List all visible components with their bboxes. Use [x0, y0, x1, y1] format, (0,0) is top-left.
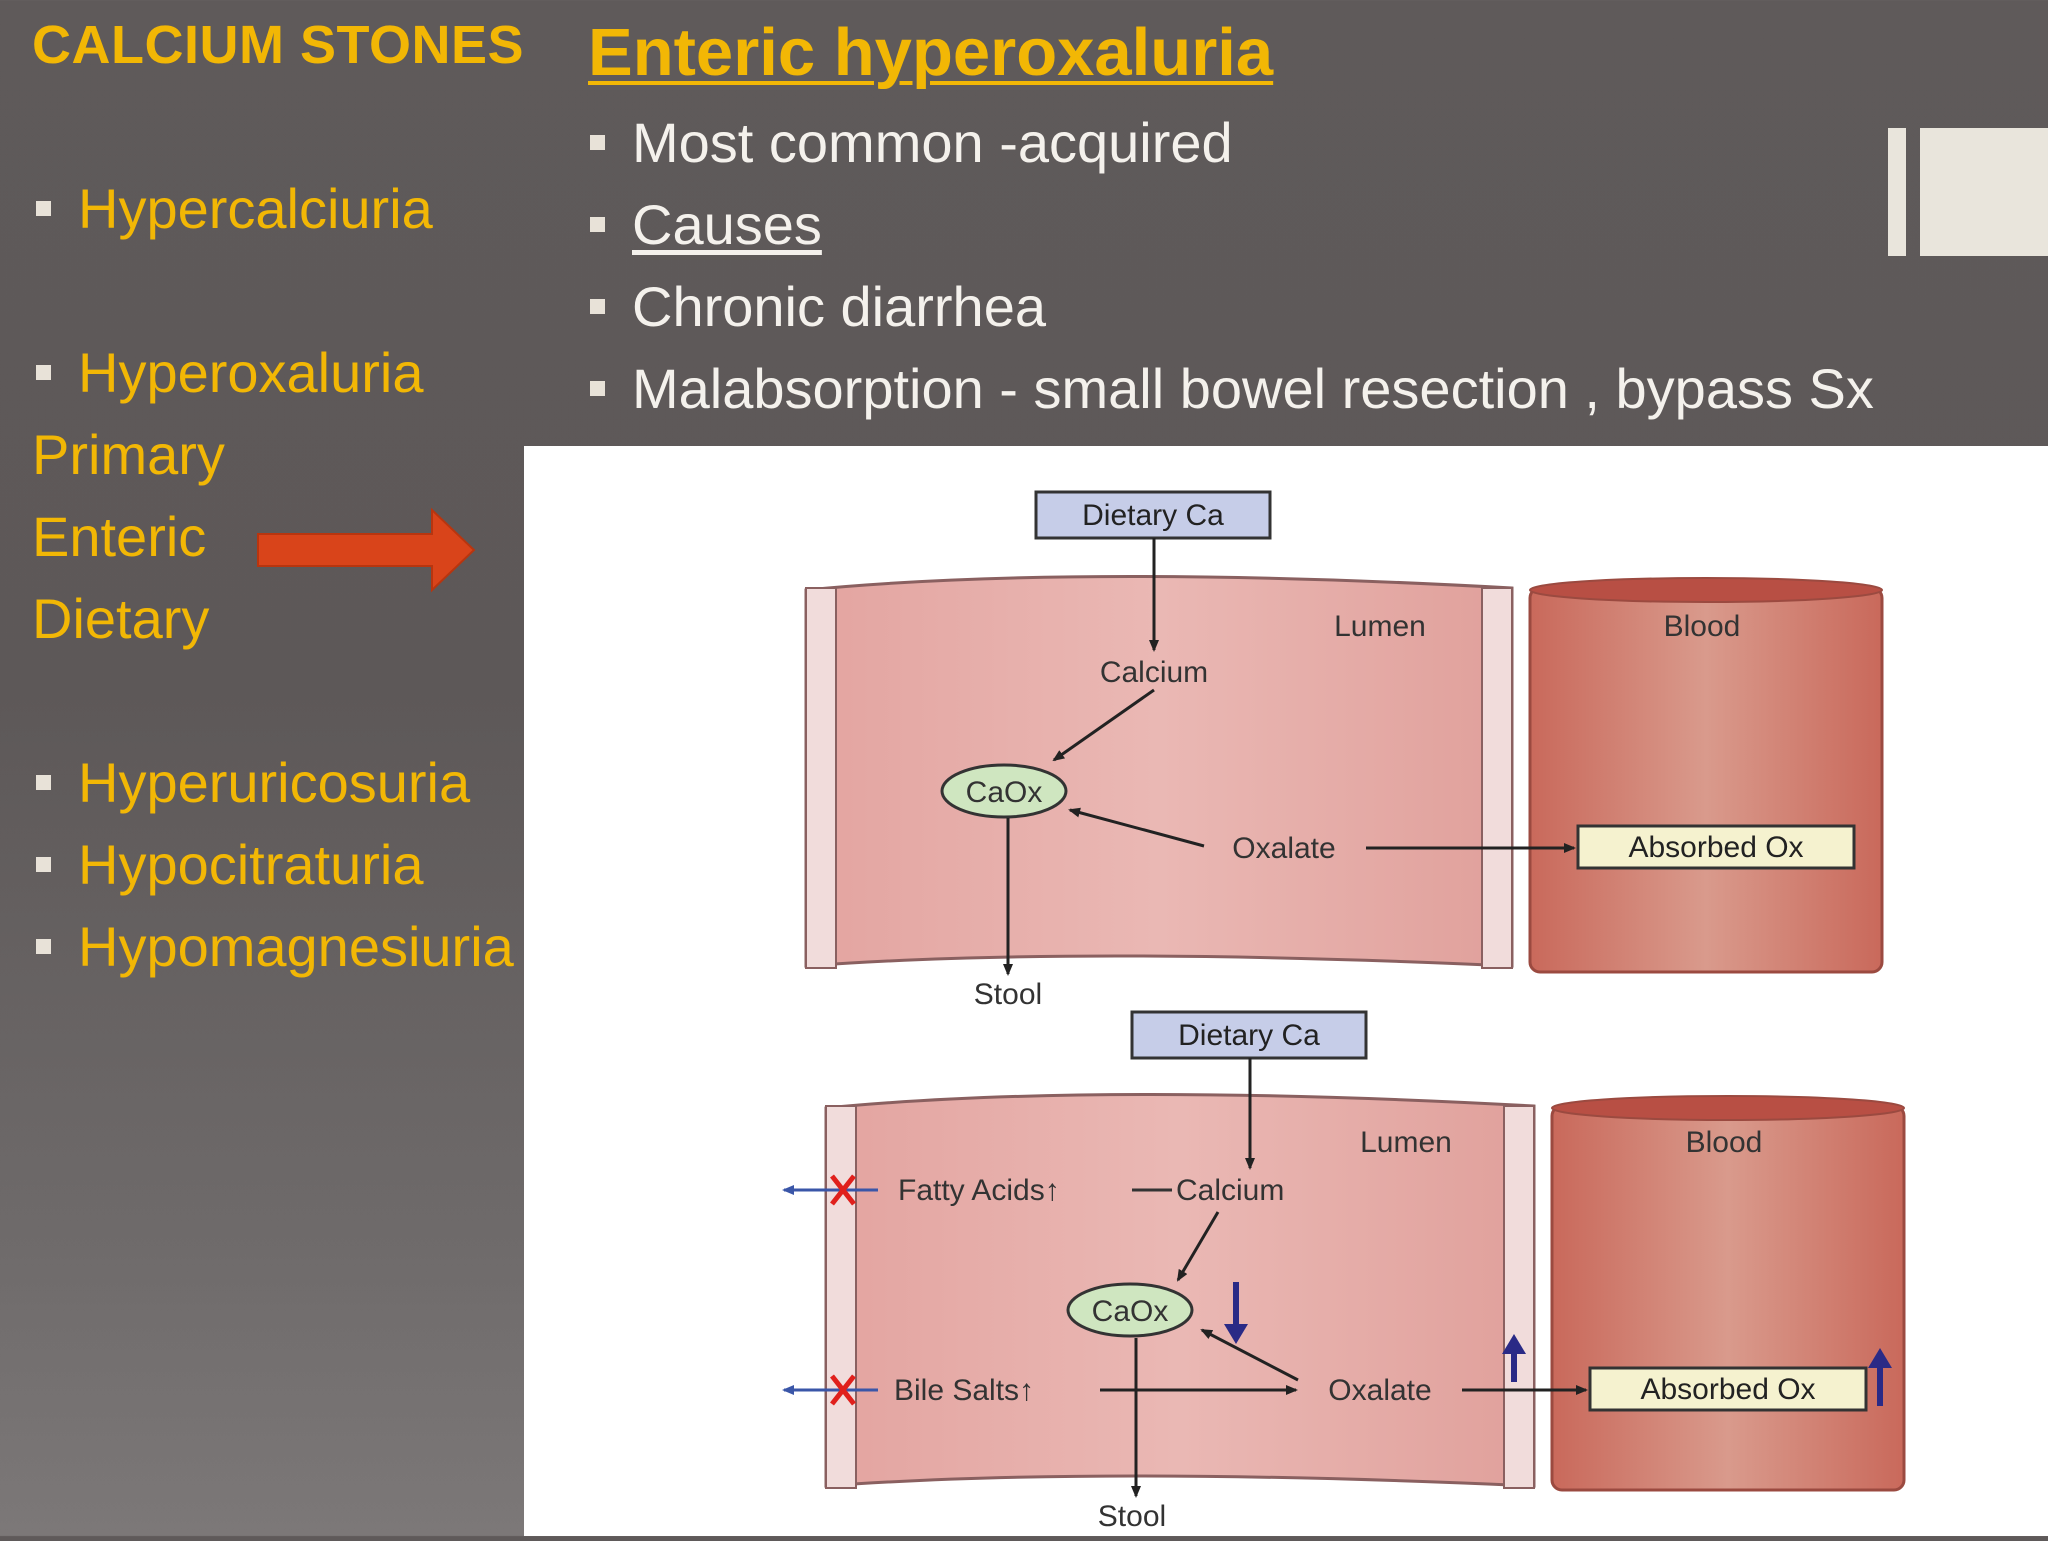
absorbed-ox-label: Absorbed Ox: [1628, 831, 1803, 864]
bullet-icon: [36, 201, 51, 216]
bullet-icon: [590, 299, 605, 314]
main-bullet-text: Malabsorption - small bowel resection , …: [632, 357, 1874, 420]
list-item-hypocitraturia: Hypocitraturia: [36, 832, 423, 897]
dietary-ca-box: [1034, 490, 1272, 540]
intestine-wall-right: [1503, 1105, 1535, 1489]
blood-vessel: [1550, 1104, 1906, 1492]
oxalate-label: Oxalate: [1328, 1374, 1431, 1407]
sidebar-title: CALCIUM STONES: [32, 15, 525, 75]
caox-label: CaOx: [966, 776, 1043, 809]
bullet-icon: [36, 775, 51, 790]
list-item-hypercalciuria: Hypercalciuria: [36, 176, 433, 241]
list-item-hypomagnesiuria: Hypomagnesiuria: [36, 914, 514, 979]
arrow-oxalate-to-caox: [1068, 807, 1205, 848]
lumen-label: Lumen: [1334, 610, 1426, 643]
arrow-calcium-to-caox: [1052, 688, 1155, 762]
decorative-block: [1920, 128, 2048, 256]
bullet-icon: [36, 939, 51, 954]
bullet-icon: [590, 135, 605, 150]
fatty-acids-label: Fatty Acids↑: [898, 1174, 1060, 1207]
caox-node: [1066, 1282, 1194, 1338]
up-arrow-head: [1502, 1334, 1526, 1354]
blood-vessel-top: [1529, 577, 1883, 603]
caox-node: [940, 763, 1068, 819]
blocked-x-icon: [830, 1174, 856, 1206]
stool-label: Stool: [1098, 1500, 1166, 1533]
diagram-panel: Dietary Ca Calcium Lumen Blood CaOx Oxal…: [524, 446, 2048, 1536]
intestine-wall-right: [1481, 587, 1513, 969]
bullet-icon: [590, 217, 605, 232]
blood-label: Blood: [1664, 610, 1741, 643]
main-bullet-text: Causes: [632, 193, 822, 256]
right-arrow-icon: [257, 507, 476, 593]
main-bullet-1: Most common -acquired: [590, 110, 1233, 175]
dietary-ca-label: Dietary Ca: [1178, 1019, 1320, 1052]
sub-item-enteric: Enteric: [32, 505, 207, 568]
dietary-ca-label: Dietary Ca: [1082, 499, 1224, 532]
bile-salts-label: Bile Salts↑: [894, 1374, 1034, 1407]
main-bullet-4: Malabsorption - small bowel resection , …: [590, 356, 1874, 421]
absorbed-ox-box: [1588, 1366, 1868, 1412]
arrow-oxalate-to-caox: [1200, 1328, 1299, 1382]
stool-label: Stool: [974, 978, 1042, 1011]
list-item-label: Hypocitraturia: [78, 833, 424, 896]
down-arrow-head: [1224, 1324, 1248, 1344]
list-item-label: Hypomagnesiuria: [78, 915, 514, 978]
arrow-calcium-to-caox: [1176, 1211, 1220, 1282]
sub-item-primary: Primary: [32, 423, 225, 486]
list-item-label: Hyperuricosuria: [78, 751, 471, 814]
list-item-hyperoxaluria: Hyperoxaluria: [36, 340, 424, 405]
calcium-label: Calcium: [1176, 1174, 1284, 1207]
main-bullet-text: Chronic diarrhea: [632, 275, 1046, 338]
oxalate-label: Oxalate: [1232, 832, 1335, 865]
page-title: Enteric hyperoxaluria: [588, 15, 1274, 90]
bottom-diagram: Dietary Ca Lumen Blood Fatty Acids↑ Calc…: [782, 1010, 1906, 1533]
top-diagram: Dietary Ca Calcium Lumen Blood CaOx Oxal…: [804, 490, 1884, 1011]
intestine-wall-left: [805, 587, 837, 969]
sub-item-dietary: Dietary: [32, 587, 210, 650]
absorbed-ox-box: [1576, 824, 1856, 870]
decorative-bar: [1888, 128, 1906, 256]
list-item-label: Hyperoxaluria: [78, 341, 424, 404]
calcium-label: Calcium: [1100, 656, 1208, 689]
main-bullet-3: Chronic diarrhea: [590, 274, 1046, 339]
blocked-x-icon: [830, 1374, 856, 1406]
up-arrow-head: [1868, 1348, 1892, 1368]
blood-vessel: [1528, 586, 1884, 974]
intestine-wall-left: [825, 1105, 857, 1489]
enteric-hyperoxaluria-diagram: Dietary Ca Calcium Lumen Blood CaOx Oxal…: [782, 490, 1906, 1533]
lumen-label: Lumen: [1360, 1126, 1452, 1159]
list-item-hyperuricosuria: Hyperuricosuria: [36, 750, 470, 815]
list-item-label: Hypercalciuria: [78, 177, 433, 240]
main-bullet-2: Causes: [590, 192, 822, 257]
blood-vessel-top: [1551, 1095, 1905, 1121]
bullet-icon: [36, 365, 51, 380]
caox-label: CaOx: [1092, 1295, 1169, 1328]
main-bullet-text: Most common -acquired: [632, 111, 1233, 174]
bullet-icon: [36, 857, 51, 872]
blood-label: Blood: [1686, 1126, 1763, 1159]
absorbed-ox-label: Absorbed Ox: [1640, 1373, 1815, 1406]
bullet-icon: [590, 381, 605, 396]
